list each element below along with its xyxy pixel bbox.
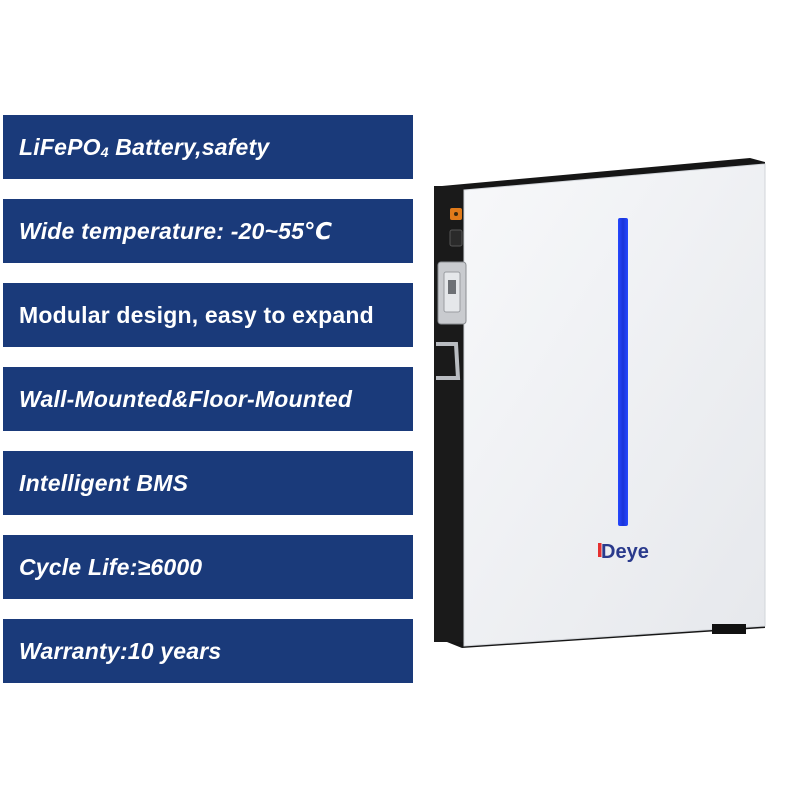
feature-banner-modular: Modular design, easy to expand [3, 283, 413, 347]
brand-text: Deye [601, 541, 649, 563]
port-icon [449, 229, 463, 247]
feature-banner-warranty: Warranty:10 years [3, 619, 413, 683]
feature-banner-mounting: Wall-Mounted&Floor-Mounted [3, 367, 413, 431]
feature-text-bms: Intelligent BMS [19, 469, 189, 496]
handle-icon [436, 342, 461, 380]
breaker-toggle-icon [448, 280, 456, 294]
feature-text-mounting: Wall-Mounted&Floor-Mounted [19, 385, 353, 412]
brand-logo: Deye [598, 541, 649, 563]
feature-banner-cycle-life: Cycle Life:≥6000 [3, 535, 413, 599]
feature-banner-bms: Intelligent BMS [3, 451, 413, 515]
feature-text-warranty: Warranty:10 years [19, 637, 222, 664]
case-side-panel [434, 186, 464, 642]
feature-text-modular: Modular design, easy to expand [19, 301, 374, 328]
feature-banner-chemistry: LiFePO4 Battery,safety [3, 115, 413, 179]
feature-text-cycle-life: Cycle Life:≥6000 [19, 553, 203, 580]
battery-wall-unit-icon: Deye [434, 158, 766, 648]
led-strip [618, 218, 628, 526]
case-front-face [463, 163, 766, 647]
terminal-screw-icon [454, 212, 458, 216]
feature-banner-temperature: Wide temperature: -20~55℃ [3, 199, 413, 263]
feature-text-chemistry: LiFePO4 Battery,safety [19, 133, 270, 160]
feature-text-temperature: Wide temperature: -20~55℃ [19, 217, 333, 244]
case-foot [712, 624, 746, 634]
logo-mark-icon [598, 543, 602, 557]
